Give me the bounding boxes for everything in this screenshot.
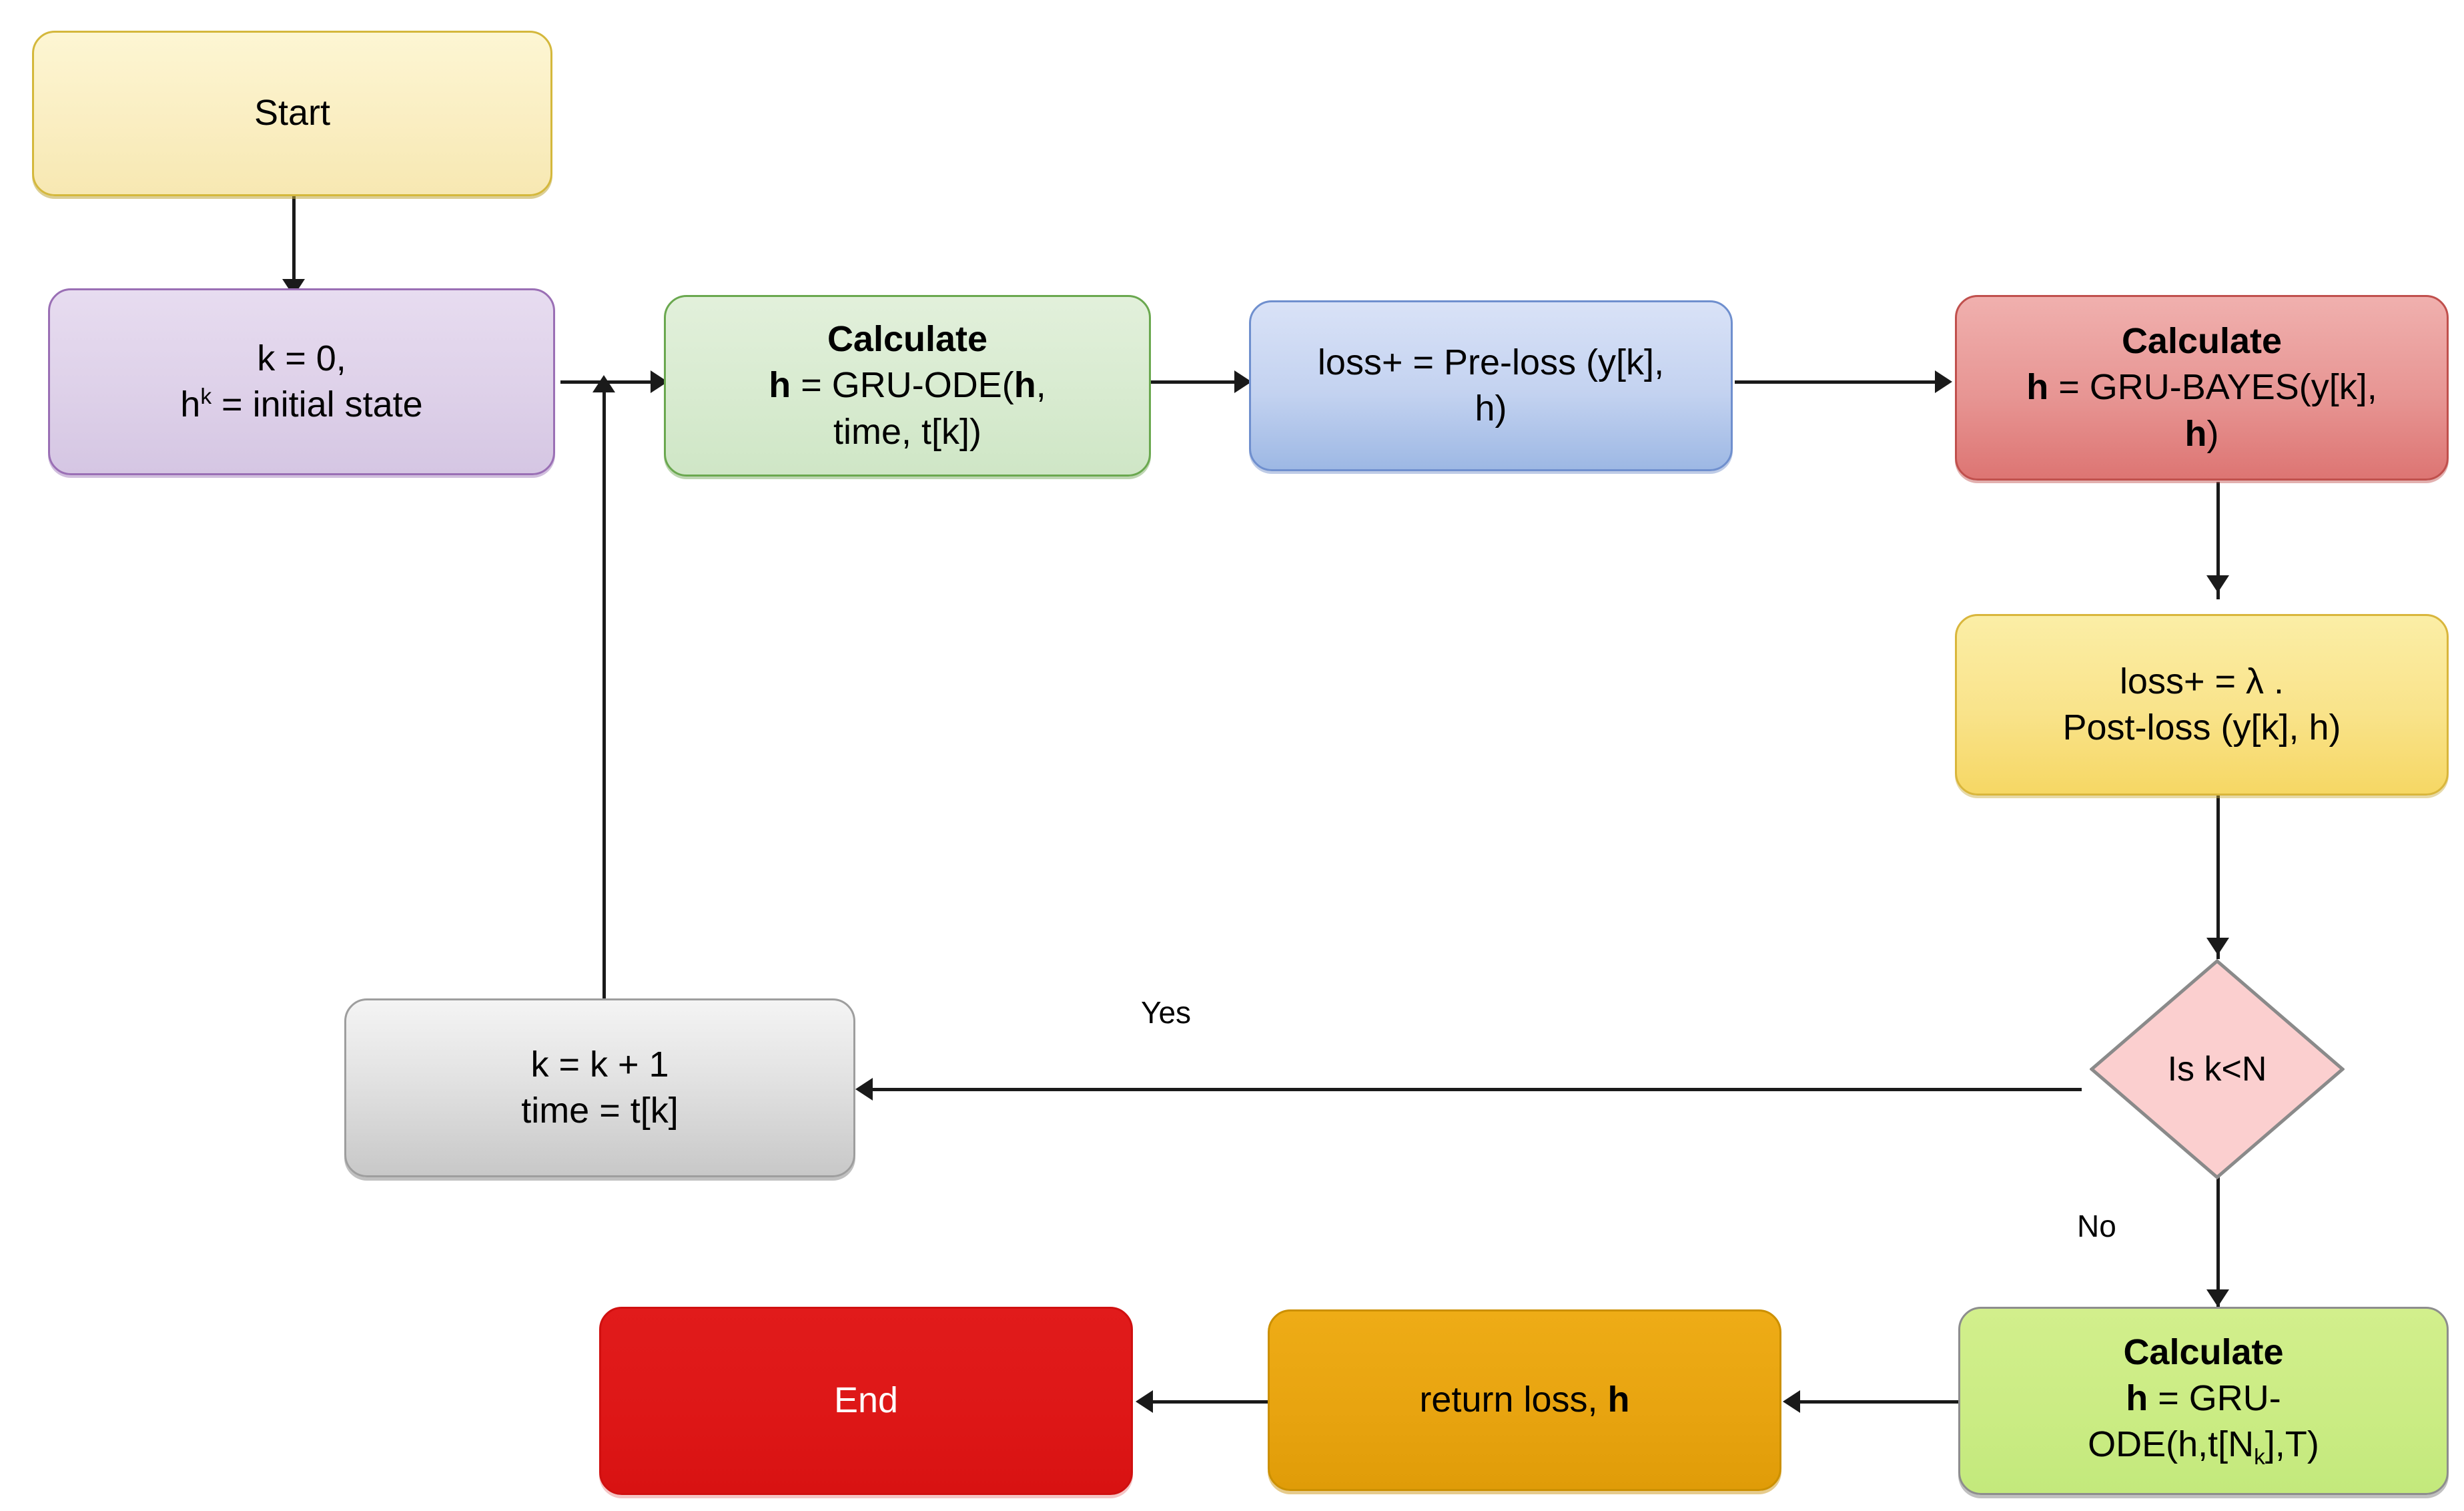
edge-label-yes: Yes bbox=[1141, 995, 1192, 1030]
edge-gruode-to-preloss bbox=[1149, 380, 1249, 384]
node-gru-bayes-heading: Calculate bbox=[2121, 321, 2283, 362]
arrowhead-return-to-end bbox=[1136, 1390, 1153, 1413]
arrowhead-preloss-to-grubayes bbox=[1935, 370, 1952, 393]
node-return-loss-bold: h bbox=[1607, 1380, 1630, 1420]
node-increment[interactable]: k = k + 1 time = t[k] bbox=[344, 998, 855, 1177]
node-gru-ode-heading: Calculate bbox=[827, 319, 988, 360]
arrowhead-increment-to-gruode bbox=[592, 375, 615, 392]
node-start[interactable]: Start bbox=[32, 31, 552, 196]
node-post-loss[interactable]: loss+ = λ . Post-loss (y[k], h) bbox=[1955, 614, 2449, 796]
edge-preloss-to-grubayes bbox=[1735, 380, 1948, 384]
arrowhead-postloss-to-decision bbox=[2206, 938, 2229, 955]
node-gru-ode-line2-rest: = GRU-ODE( bbox=[791, 365, 1014, 406]
arrowhead-grubayes-to-postloss bbox=[2206, 575, 2229, 593]
edge-postloss-to-decision bbox=[2216, 796, 2220, 959]
node-pre-loss-text: loss+ = Pre-loss (y[k], h) bbox=[1260, 340, 1721, 432]
edge-decision-to-final-gruode bbox=[2216, 1175, 2220, 1308]
node-post-loss-line2: Post-loss (y[k], h) bbox=[2062, 707, 2341, 747]
node-final-gru-ode-line3-post: ],T) bbox=[2265, 1424, 2319, 1465]
node-end-label: End bbox=[833, 1380, 899, 1421]
node-final-gru-ode-text: Calculate h = GRU- ODE(h,t[Nk],T) bbox=[1970, 1329, 2437, 1472]
edge-increment-to-gruode bbox=[602, 379, 606, 1000]
arrowhead-decision-to-increment bbox=[855, 1078, 873, 1101]
node-final-gru-ode-heading: Calculate bbox=[2123, 1332, 2284, 1373]
node-gru-ode[interactable]: Calculate h = GRU-ODE(h, time, t[k]) bbox=[664, 295, 1151, 477]
arrowhead-final-gruode-to-return bbox=[1783, 1390, 1800, 1413]
node-init-text: k = 0, hk = initial state bbox=[59, 336, 544, 428]
node-post-loss-text: loss+ = λ . Post-loss (y[k], h) bbox=[1966, 659, 2437, 751]
node-gru-bayes-line2-bold: h bbox=[2026, 367, 2049, 408]
edge-decision-to-increment bbox=[867, 1088, 2082, 1091]
node-gru-bayes-line3-tail: ) bbox=[2206, 413, 2219, 454]
node-increment-line1: k = k + 1 bbox=[530, 1044, 669, 1085]
node-end[interactable]: End bbox=[599, 1307, 1133, 1495]
node-increment-line2: time = t[k] bbox=[521, 1091, 679, 1131]
node-decision[interactable]: Is k<N bbox=[2090, 959, 2345, 1179]
node-start-label: Start bbox=[254, 93, 331, 133]
node-return-loss-text: return loss, h bbox=[1279, 1377, 1770, 1423]
node-init[interactable]: k = 0, hk = initial state bbox=[48, 288, 555, 475]
node-gru-bayes-line3-bold: h bbox=[2184, 413, 2207, 454]
node-init-line2-sup: k bbox=[200, 384, 212, 409]
node-gru-bayes-line2-rest: = GRU-BAYES(y[k], bbox=[2048, 367, 2377, 408]
node-final-gru-ode-line3-sub: k bbox=[2254, 1445, 2265, 1470]
arrowhead-decision-to-final-gruode bbox=[2206, 1289, 2229, 1307]
node-post-loss-line1: loss+ = λ . bbox=[2119, 661, 2285, 701]
node-final-gru-ode[interactable]: Calculate h = GRU- ODE(h,t[Nk],T) bbox=[1958, 1307, 2449, 1495]
node-gru-ode-line2-bold2: h bbox=[1013, 365, 1036, 406]
node-gru-ode-text: Calculate h = GRU-ODE(h, time, t[k]) bbox=[675, 316, 1140, 455]
node-final-gru-ode-line2-bold: h bbox=[2126, 1378, 2148, 1419]
node-pre-loss-line2: h) bbox=[1475, 388, 1507, 428]
node-decision-label: Is k<N bbox=[2167, 1050, 2267, 1089]
node-pre-loss-line1: loss+ = Pre-loss (y[k], bbox=[1317, 342, 1665, 382]
node-gru-bayes[interactable]: Calculate h = GRU-BAYES(y[k], h) bbox=[1955, 295, 2449, 481]
node-init-line2-rest: = initial state bbox=[212, 384, 423, 424]
edge-grubayes-to-postloss bbox=[2216, 482, 2220, 599]
node-pre-loss[interactable]: loss+ = Pre-loss (y[k], h) bbox=[1249, 300, 1733, 471]
node-gru-ode-line3: time, t[k]) bbox=[833, 411, 981, 452]
node-gru-ode-line2-bold: h bbox=[769, 365, 791, 406]
node-increment-text: k = k + 1 time = t[k] bbox=[356, 1042, 844, 1134]
node-init-line1: k = 0, bbox=[257, 338, 346, 378]
arrowhead-gruode-to-preloss bbox=[1234, 370, 1252, 393]
edge-label-no: No bbox=[2077, 1209, 2116, 1243]
node-gru-bayes-text: Calculate h = GRU-BAYES(y[k], h) bbox=[1966, 318, 2437, 457]
node-final-gru-ode-line3-pre: ODE(h,t[N bbox=[2088, 1424, 2254, 1465]
node-return-loss[interactable]: return loss, h bbox=[1268, 1309, 1781, 1491]
node-init-line2-base: h bbox=[180, 384, 201, 424]
node-return-loss-prefix: return loss, bbox=[1419, 1380, 1608, 1420]
decision-diamond-shape bbox=[2090, 959, 2345, 1179]
node-gru-ode-line2-tail: , bbox=[1036, 365, 1046, 406]
edge-return-to-end bbox=[1148, 1400, 1268, 1404]
edge-start-to-init bbox=[292, 195, 296, 288]
node-final-gru-ode-line2-rest: = GRU- bbox=[2148, 1378, 2281, 1419]
